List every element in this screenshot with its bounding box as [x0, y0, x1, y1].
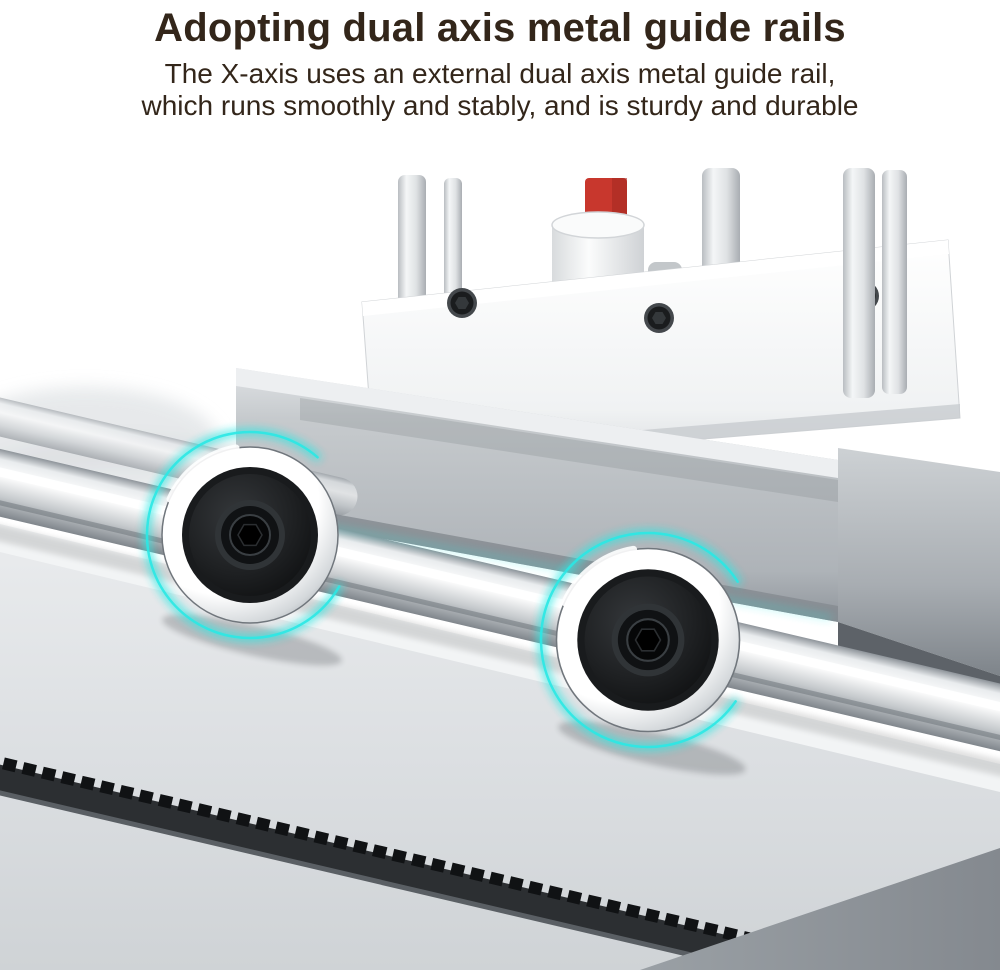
hex-socket [634, 628, 662, 652]
rim-highlight [561, 545, 638, 607]
support-rod [843, 168, 875, 398]
hex-socket [237, 523, 263, 547]
wheel-glow-right [538, 530, 758, 750]
rack-gear-strip [0, 739, 1000, 970]
subtitle-line-2: which runs smoothly and stably, and is s… [141, 90, 859, 122]
subtitle-line-1: The X-axis uses an external dual axis me… [164, 58, 836, 89]
vertical-support-rods-right [843, 168, 907, 398]
rail-glow-left-segment [0, 433, 192, 495]
hex-screw [447, 288, 477, 318]
wheel-glow-left [144, 429, 357, 641]
roller-wheel-left [161, 444, 339, 624]
support-rod [398, 175, 426, 330]
vertical-support-rods [398, 168, 740, 330]
header: Adopting dual axis metal guide rails The… [0, 6, 1000, 122]
hex-screw [644, 303, 674, 333]
bracket-glow-reflection [243, 510, 832, 620]
page-subtitle: The X-axis uses an external dual axis me… [0, 58, 1000, 122]
support-rod [882, 170, 907, 394]
rim-highlight [166, 444, 240, 503]
support-rod [444, 178, 462, 323]
roller-wheel-right [555, 545, 741, 733]
bed-corner-face [640, 848, 1000, 970]
page-title: Adopting dual axis metal guide rails [154, 6, 846, 50]
